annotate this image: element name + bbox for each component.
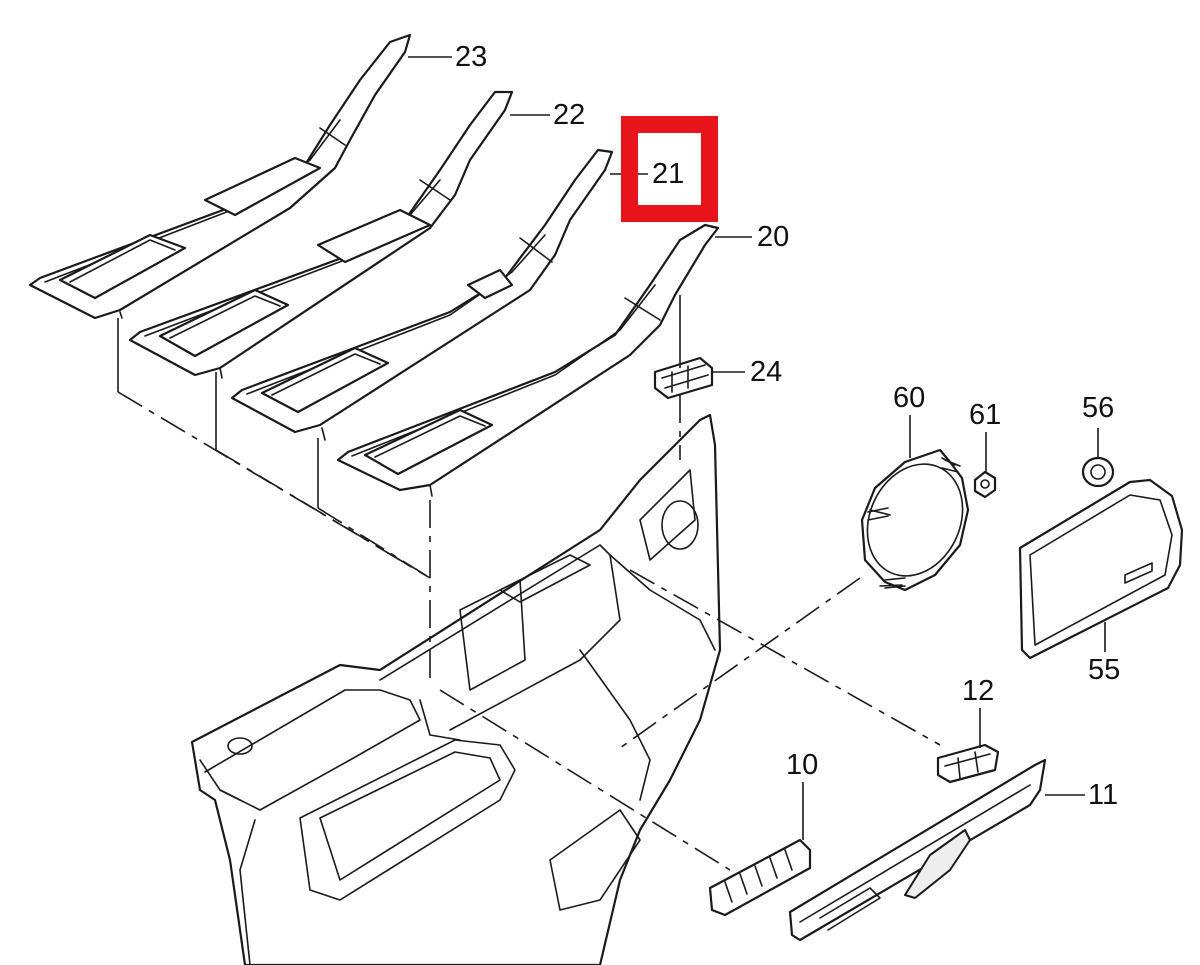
callout-21: 21 <box>652 158 685 190</box>
clip-12 <box>936 743 1000 784</box>
trim-strip-22 <box>128 90 514 379</box>
door-panel <box>190 413 722 965</box>
callout-22: 22 <box>553 99 586 131</box>
washer-56 <box>1081 456 1115 488</box>
handle-trim-11 <box>788 758 1047 942</box>
callout-10: 10 <box>786 749 819 781</box>
callout-61: 61 <box>969 399 1002 431</box>
callout-60: 60 <box>893 382 926 414</box>
callout-20: 20 <box>757 221 790 253</box>
assembly-lines <box>117 295 941 871</box>
callout-23: 23 <box>455 41 488 73</box>
callout-55: 55 <box>1088 654 1121 686</box>
trim-strip-23 <box>28 33 412 320</box>
speaker-grille-55 <box>1018 478 1184 660</box>
callout-12: 12 <box>962 675 995 707</box>
callout-24: 24 <box>750 356 783 388</box>
speaker-ring-60 <box>860 448 970 592</box>
callout-56: 56 <box>1082 392 1115 424</box>
studs <box>867 459 961 589</box>
highlight-box <box>621 116 718 222</box>
trim-strip-20 <box>336 223 720 497</box>
clip-24 <box>653 356 714 400</box>
grille-insert-10 <box>708 838 812 917</box>
nut-61 <box>973 470 997 499</box>
callout-11: 11 <box>1088 779 1119 811</box>
trim-strip-21 <box>230 148 614 441</box>
leader-lines <box>408 56 1106 840</box>
